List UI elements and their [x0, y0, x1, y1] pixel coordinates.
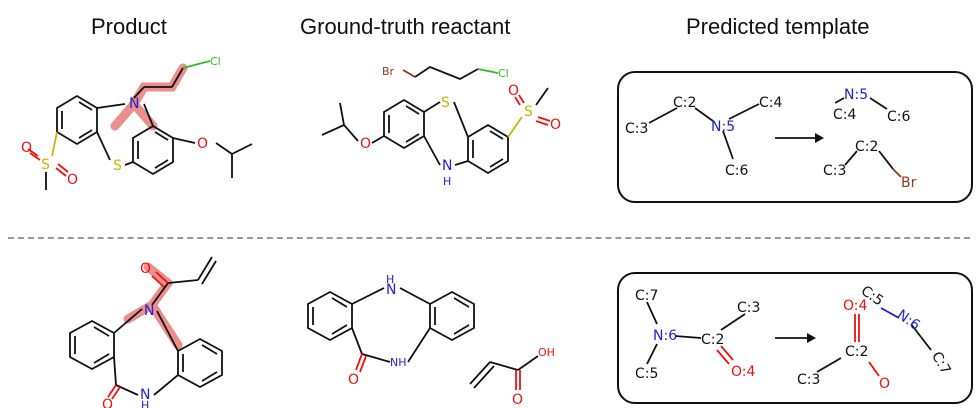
row1-tpl-rhs-n5: N:5 — [844, 87, 868, 103]
row1-reactant-so2-o2: O — [550, 117, 561, 133]
row1-tpl-rhs-br: Br — [901, 175, 917, 191]
row1-tpl-rhs-c6: C:6 — [887, 109, 910, 125]
row1-product-so2-o1: O — [21, 140, 32, 156]
row2-tpl-rhs-o: O — [879, 376, 890, 392]
row2-reactant-o-lactam: O — [348, 372, 359, 388]
row1-tpl-lhs-n5: N:5 — [711, 119, 735, 135]
row1-product-so2-o2: O — [67, 172, 78, 188]
row2-tpl-rhs-c3: C:3 — [797, 372, 820, 388]
row2-reactant-nh-top-h: H — [386, 273, 394, 286]
header-template: Predicted template — [686, 14, 870, 39]
row1-reactant-br: Br — [382, 65, 395, 78]
row-divider — [8, 237, 970, 239]
row1-reactant-cl: Cl — [498, 67, 509, 80]
row2-tpl-rhs-c2: C:2 — [845, 344, 868, 360]
row2-reactant-nh-top-n: N — [386, 282, 396, 298]
row1-reactant-nh: N — [442, 158, 452, 174]
row1-tpl-lhs-c4: C:4 — [759, 95, 782, 111]
row2-tpl-lhs-c5: C:5 — [635, 366, 658, 382]
row2-product-molecule: O N O N H — [69, 256, 223, 408]
row2-tpl-rhs-o4: O:4 — [843, 298, 867, 314]
header-reactant: Ground-truth reactant — [300, 14, 511, 39]
row2-tpl-lhs-n6: N:6 — [653, 328, 677, 344]
row2-product-nh-h: H — [141, 399, 149, 408]
row2-reactant-acid-oh: OH — [538, 346, 555, 359]
row2-reactant-acid-o: O — [512, 392, 523, 408]
row2-product-o-lactam: O — [102, 397, 113, 408]
row2-product-nh: N — [140, 387, 150, 403]
row2-reactant-nh-bot: NH — [390, 356, 407, 369]
row2-tpl-rhs-c7: C:7 — [928, 349, 954, 377]
row2-product-n: N — [144, 303, 154, 319]
row2-tpl-lhs-o4: O:4 — [731, 364, 755, 380]
row2-tpl-lhs-c7: C:7 — [635, 288, 658, 304]
row1-reactant-so2-o1: O — [508, 83, 519, 99]
row1-tpl-rhs-c2: C:2 — [855, 139, 878, 155]
row1-product-s: S — [113, 158, 122, 174]
row2-reactant-molecule: H N NH O O OH — [307, 273, 555, 408]
row2-product-o-acyl: O — [140, 261, 151, 277]
row1-tpl-lhs-c3: C:3 — [625, 121, 648, 137]
row1-template-box — [617, 71, 973, 203]
row1-tpl-lhs-c2: C:2 — [673, 95, 696, 111]
row1-product-cl: Cl — [210, 55, 221, 68]
row1-reactant-s: S — [441, 95, 450, 111]
row1-reactant-so2-s: S — [524, 104, 533, 120]
row2-tpl-lhs-c3: C:3 — [737, 300, 760, 316]
row2-template: C:7 N:6 C:2 C:3 C:5 O:4 O:4 C:2 C:3 O C:… — [635, 283, 954, 392]
row1-product-n: N — [129, 96, 139, 112]
row1-reactant-nh-h: H — [443, 175, 451, 188]
row2-tpl-lhs-c2: C:2 — [701, 332, 724, 348]
row1-tpl-lhs-c6: C:6 — [725, 163, 748, 179]
row1-template: C:3 C:2 N:5 C:4 C:6 C:4 N:5 C:6 C:3 C:2 … — [625, 87, 917, 191]
row1-product-so2-s: S — [41, 157, 50, 173]
row1-product-o-ether: O — [197, 136, 208, 152]
row1-tpl-rhs-c3: C:3 — [823, 163, 846, 179]
row1-product-molecule: Cl N S O S O O — [21, 55, 253, 190]
row1-reactant-molecule: Br Cl S O N H S O O — [321, 65, 561, 188]
header-product: Product — [91, 14, 167, 39]
row2-tpl-rhs-n6: N:6 — [894, 307, 923, 334]
row1-tpl-rhs-c4: C:4 — [833, 107, 856, 123]
row1-reactant-o-ether: O — [360, 136, 371, 152]
